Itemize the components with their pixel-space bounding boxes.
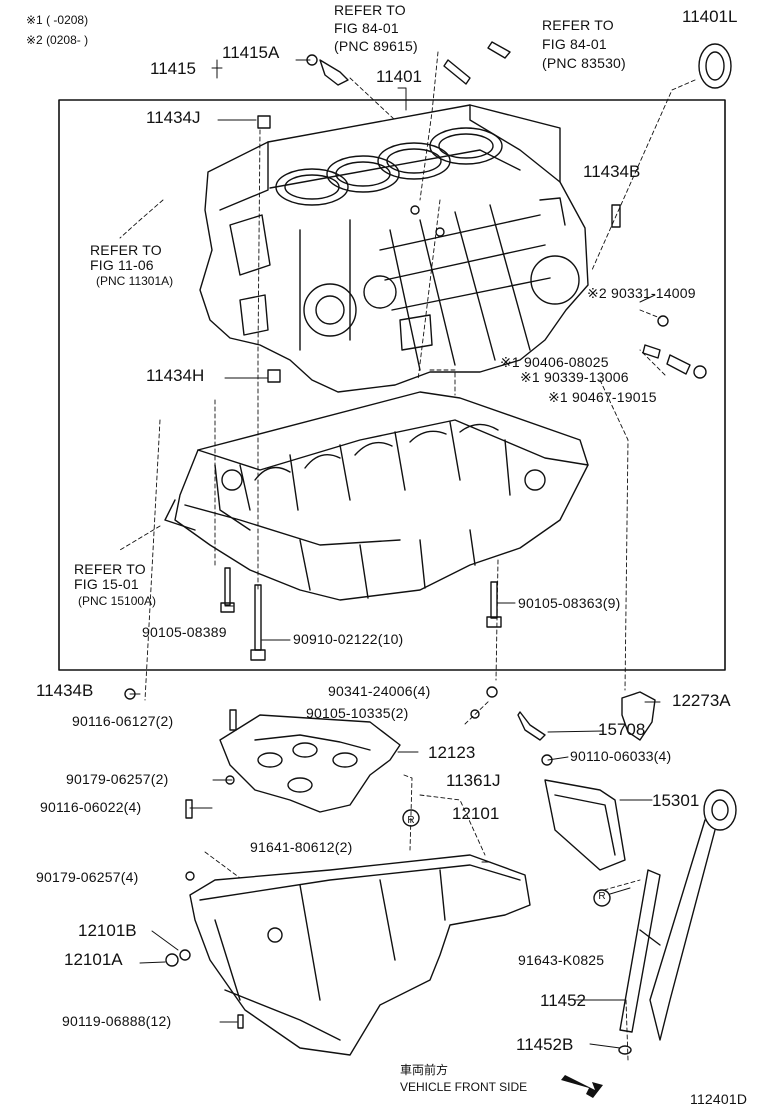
dipstick <box>619 789 737 1041</box>
part-90331-14009[interactable]: ※2 90331-14009 <box>587 285 696 301</box>
assembly-frame <box>58 99 726 671</box>
part-90105-08389[interactable]: 90105-08389 <box>142 624 227 640</box>
small-parts <box>124 41 732 1055</box>
circle-r-mark-1: R <box>407 815 415 826</box>
part-90406-08025[interactable]: ※1 90406-08025 <box>500 354 609 370</box>
ref-fig1106-line1[interactable]: REFER TO <box>90 242 162 258</box>
part-11434H[interactable]: 11434H <box>146 366 205 385</box>
part-11361J[interactable]: 11361J <box>446 771 501 790</box>
part-15301[interactable]: 15301 <box>652 791 700 810</box>
front-label-jp: 車両前方 <box>400 1063 449 1077</box>
oil-pan <box>189 854 531 1056</box>
part-12273A[interactable]: 12273A <box>672 691 731 710</box>
ref-fig1501-line3[interactable]: (PNC 15100A) <box>78 594 157 608</box>
part-11401[interactable]: 11401 <box>376 67 423 86</box>
part-90105-10335[interactable]: 90105-10335(2) <box>306 705 409 721</box>
guide-lines <box>119 51 696 1061</box>
part-90467-19015[interactable]: ※1 90467-19015 <box>548 389 657 405</box>
ref-fig84-a-line1[interactable]: REFER TO <box>334 2 406 18</box>
ref-fig84-b-line1[interactable]: REFER TO <box>542 17 614 33</box>
part-91641-80612[interactable]: 91641-80612(2) <box>250 839 353 855</box>
ref-fig84-b-line2[interactable]: FIG 84-01 <box>542 36 607 52</box>
part-11415A[interactable]: 11415A <box>222 43 280 62</box>
part-90179-06257-a[interactable]: 90179-06257(2) <box>66 771 169 787</box>
ref-fig84-a-line2[interactable]: FIG 84-01 <box>334 20 399 36</box>
part-91643-K0825[interactable]: 91643-K0825 <box>518 952 605 968</box>
baffle-plate <box>219 714 401 813</box>
lower-crankcase <box>164 391 589 601</box>
ref-fig1106-line3[interactable]: (PNC 11301A) <box>96 274 174 288</box>
part-11434B-top[interactable]: 11434B <box>583 162 641 181</box>
legend-note-1: ※1 ( -0208) <box>26 13 89 27</box>
figure-id: 112401D <box>690 1091 748 1107</box>
part-90110-06033[interactable]: 90110-06033(4) <box>570 748 672 764</box>
ref-fig84-b-line3[interactable]: (PNC 83530) <box>542 55 626 71</box>
ref-fig1106-line2[interactable]: FIG 11-06 <box>90 257 154 273</box>
front-arrow <box>561 1075 603 1098</box>
part-12101B[interactable]: 12101B <box>78 921 137 940</box>
part-90116-06022[interactable]: 90116-06022(4) <box>40 799 142 815</box>
part-90119-06888[interactable]: 90119-06888(12) <box>62 1013 172 1029</box>
part-11434J[interactable]: 11434J <box>146 108 201 127</box>
part-90116-06127[interactable]: 90116-06127(2) <box>72 713 174 729</box>
part-11401L[interactable]: 11401L <box>682 7 738 26</box>
part-90341-24006[interactable]: 90341-24006(4) <box>328 683 431 699</box>
part-90105-08363[interactable]: 90105-08363(9) <box>518 595 621 611</box>
part-90339-13006[interactable]: ※1 90339-13006 <box>520 369 629 385</box>
part-12101[interactable]: 12101 <box>452 804 500 823</box>
circle-r-mark-2: R <box>598 891 606 902</box>
cylinder-block <box>199 104 589 393</box>
front-label-en: VEHICLE FRONT SIDE <box>400 1080 528 1094</box>
part-12123[interactable]: 12123 <box>428 743 476 762</box>
part-11452[interactable]: 11452 <box>540 991 587 1010</box>
leader-lines <box>129 59 661 1049</box>
part-15708[interactable]: 15708 <box>598 720 646 739</box>
part-11434B-bottom[interactable]: 11434B <box>36 681 94 700</box>
part-90179-06257-b[interactable]: 90179-06257(4) <box>36 869 139 885</box>
ref-fig1501-line2[interactable]: FIG 15-01 <box>74 576 139 592</box>
legend-note-2: ※2 (0208- ) <box>26 33 89 47</box>
part-12101A[interactable]: 12101A <box>64 950 123 969</box>
ref-fig84-a-line3[interactable]: (PNC 89615) <box>334 38 418 54</box>
ref-fig1501-line1[interactable]: REFER TO <box>74 561 146 577</box>
part-11415[interactable]: 11415 <box>150 59 197 78</box>
part-90910-02122[interactable]: 90910-02122(10) <box>293 631 404 647</box>
part-11452B[interactable]: 11452B <box>516 1035 574 1054</box>
